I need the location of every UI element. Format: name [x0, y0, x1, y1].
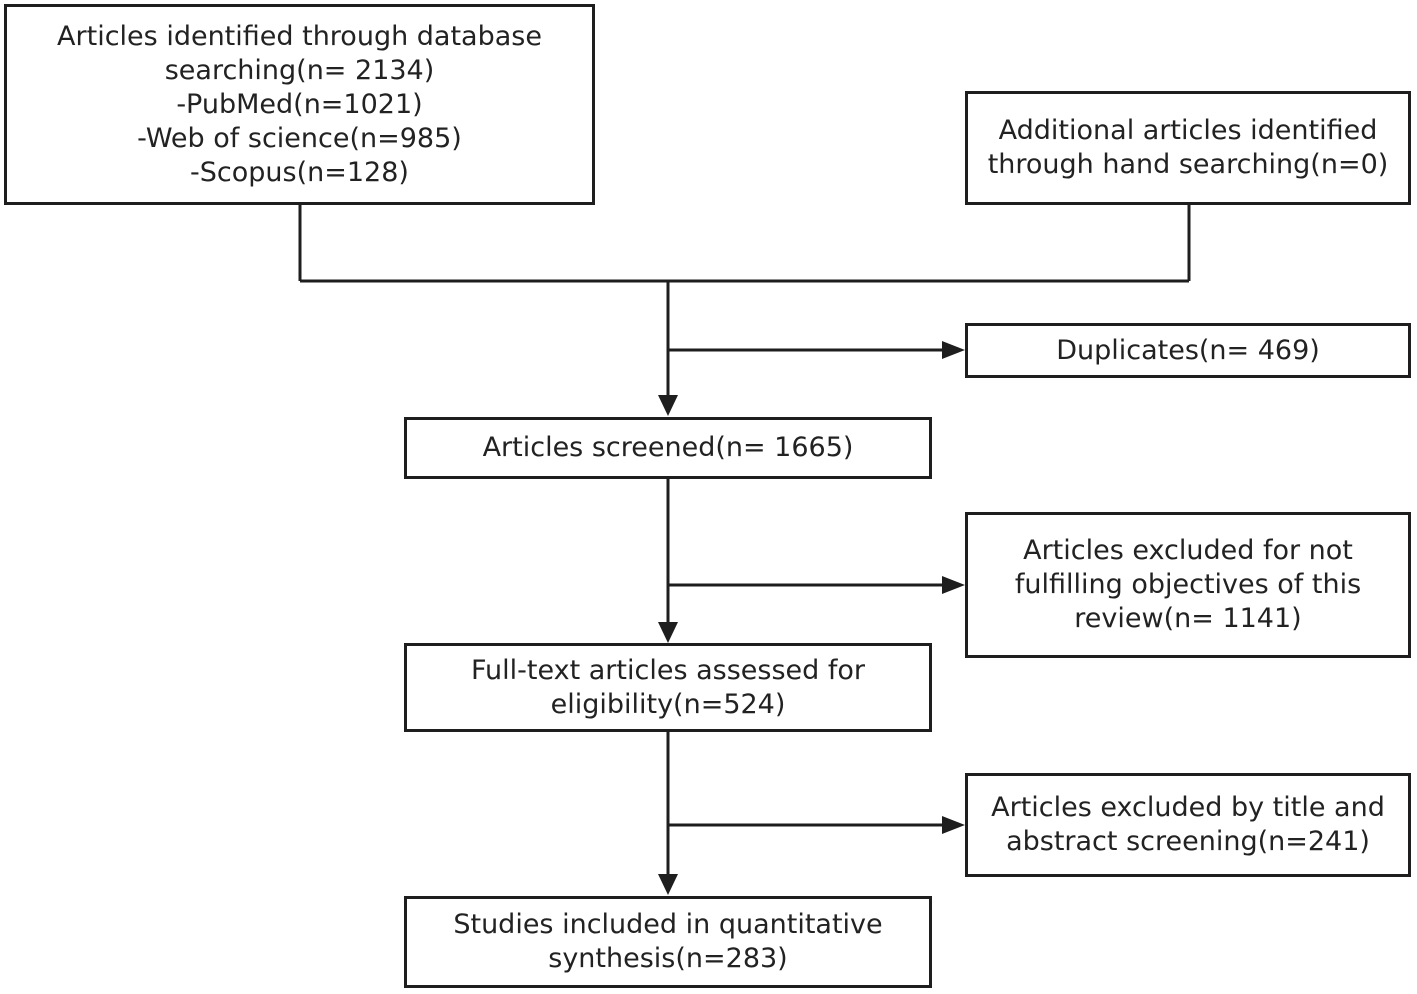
box-text-line: -Web of science(n=985): [137, 122, 462, 154]
box-text-line: through hand searching(n=0): [987, 149, 1389, 180]
box-text-line: Full-text articles assessed for: [470, 654, 865, 686]
box-text-line: eligibility(n=524): [550, 688, 786, 720]
arrowhead-to-excluded-title: [942, 816, 965, 834]
box-text-line: abstract screening(n=241): [1006, 826, 1370, 857]
articles-screened-box: Articles screened(n= 1665): [404, 417, 932, 479]
box-text-line: searching(n= 2134): [164, 54, 435, 86]
box-text-line: Additional articles identified: [998, 115, 1378, 146]
box-text-line: Articles identified through database: [57, 20, 542, 52]
box-text-line: -PubMed(n=1021): [176, 88, 423, 120]
arrowhead-to-duplicates: [942, 341, 965, 359]
box-text-line: review(n= 1141): [1074, 603, 1302, 634]
arrowhead-to-screened: [658, 395, 678, 416]
box-text-line: Articles excluded for not: [1023, 535, 1353, 566]
box-text-line: fulfilling objectives of this: [1014, 569, 1362, 600]
box-text-line: -Scopus(n=128): [190, 156, 409, 188]
box-text-line: Studies included in quantitative: [453, 909, 883, 940]
box-text-line: synthesis(n=283): [548, 943, 788, 974]
arrowhead-to-excluded-objectives: [942, 576, 965, 594]
arrowhead-to-full-text: [658, 622, 678, 643]
box-text-line: Duplicates(n= 469): [1056, 334, 1320, 366]
arrowhead-to-included: [658, 874, 678, 895]
box-text-line: Articles excluded by title and: [991, 792, 1385, 823]
duplicates-box: Duplicates(n= 469): [965, 323, 1411, 378]
box-text-line: Articles screened(n= 1665): [482, 432, 854, 463]
